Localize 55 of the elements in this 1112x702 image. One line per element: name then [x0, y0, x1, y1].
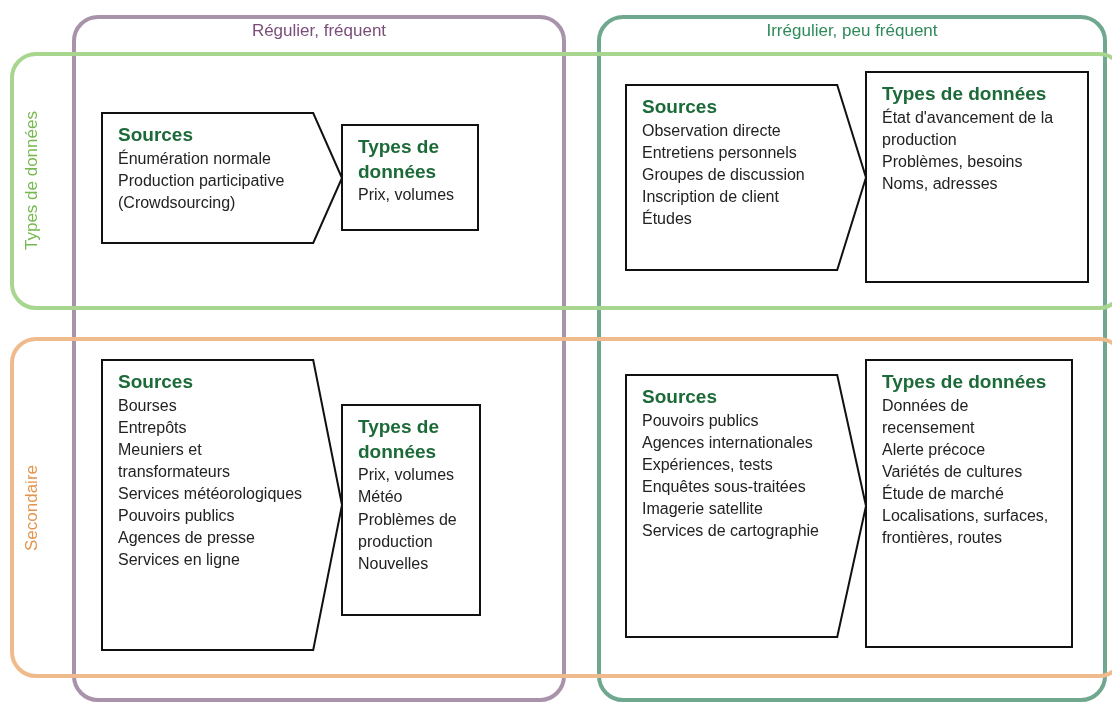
list-item: Étude de marché [882, 483, 1005, 504]
box-heading: Types de données [358, 135, 440, 184]
box-heading: Types de données [882, 82, 1048, 106]
box-heading: Sources [642, 385, 718, 409]
list-item: Études [642, 208, 693, 229]
data-type-box [342, 405, 480, 615]
box-heading: Types de données [358, 415, 440, 464]
row-heading: Types de données [22, 110, 42, 253]
source-arrow-box [626, 85, 866, 270]
list-item: Pouvoirs publics [642, 410, 760, 431]
column-heading: Régulier, fréquent [250, 21, 388, 41]
list-item: Observation directe [642, 120, 782, 141]
list-item: Production participative (Crowdsourcing) [118, 170, 286, 213]
column-band [597, 15, 1107, 702]
box-heading: Sources [118, 123, 194, 147]
column-band [72, 15, 566, 702]
list-item: Pouvoirs publics [118, 506, 236, 527]
list-item: Bourses [118, 395, 178, 416]
source-arrow-box [626, 375, 866, 637]
row-heading: Secondaire [22, 463, 42, 553]
list-item: Expériences, tests [642, 454, 774, 475]
list-item: Enquêtes sous-traitées [642, 476, 807, 497]
list-item: Inscription de client [642, 186, 780, 207]
list-item: Entretiens personnels [642, 142, 798, 163]
column-heading: Irrégulier, peu fréquent [765, 21, 939, 41]
list-item: Alerte précoce [882, 439, 987, 460]
list-item: Services de cartographie [642, 521, 820, 542]
list-item: Problèmes, besoins [882, 151, 1024, 172]
list-item: Meuniers et transformateurs [118, 439, 232, 482]
box-heading: Sources [642, 95, 718, 119]
list-item: Services en ligne [118, 550, 241, 571]
list-item: Variétés de cultures [882, 461, 1024, 482]
list-item: Groupes de discussion [642, 164, 806, 185]
list-item: Prix, volumes [358, 465, 456, 486]
list-item: Entrepôts [118, 417, 188, 438]
list-item: Prix, volumes [358, 185, 456, 206]
list-item: Énumération normale [118, 148, 272, 169]
list-item: État d'avancement de la production [882, 107, 1055, 150]
data-type-box [342, 125, 478, 230]
list-item: Météo [358, 487, 404, 508]
list-item: Noms, adresses [882, 173, 999, 194]
box-heading: Sources [118, 370, 194, 394]
data-type-box [866, 360, 1072, 647]
list-item: Services météorologiques [118, 484, 304, 504]
source-arrow-box [102, 113, 342, 243]
source-arrow-box [102, 360, 342, 650]
data-type-box [866, 72, 1088, 282]
list-item: Agences internationales [642, 432, 814, 453]
list-item: Données de recensement [882, 395, 976, 438]
list-item: Localisations, surfaces, frontières, routes [882, 506, 1050, 549]
list-item: Problèmes de production [358, 509, 458, 552]
list-item: Agences de presse [118, 528, 256, 549]
box-heading: Types de données [882, 370, 1048, 394]
list-item: Nouvelles [358, 553, 430, 574]
list-item: Imagerie satellite [642, 499, 764, 519]
